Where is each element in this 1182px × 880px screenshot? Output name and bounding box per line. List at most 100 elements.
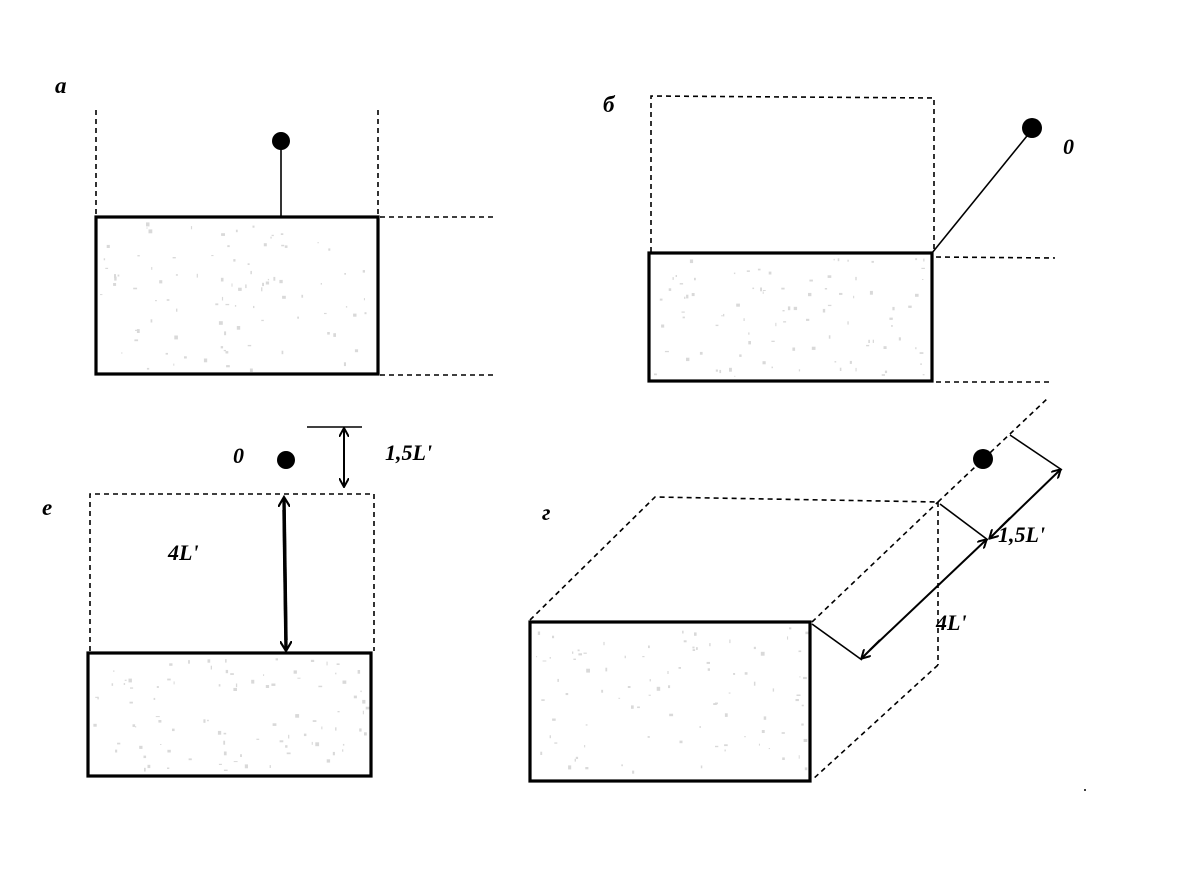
speckle-dot	[203, 719, 206, 723]
speckle-dot	[682, 316, 685, 319]
speckle-dot	[363, 298, 365, 301]
speckle-dot	[166, 299, 170, 301]
speckle-dot	[699, 351, 703, 355]
speckle-dot	[114, 274, 116, 278]
speckle-dot	[824, 288, 828, 290]
speckle-dot	[692, 646, 695, 649]
speckle-dot	[801, 704, 804, 707]
speckle-dot	[573, 658, 576, 660]
speckle-dot	[585, 724, 588, 726]
speckle-dot	[758, 743, 760, 746]
speckle-dot	[280, 233, 284, 235]
speckle-dot	[649, 679, 651, 682]
speckle-dot	[247, 344, 252, 347]
speckle-dot	[221, 296, 224, 301]
speckle-dot	[787, 306, 791, 311]
speckle-dot	[105, 267, 109, 269]
speckle-dot	[585, 767, 589, 770]
speckle-dot	[624, 655, 626, 659]
speckle-dot	[218, 684, 221, 687]
speckle-dot	[654, 373, 657, 376]
speckle-dot	[173, 363, 175, 366]
speckle-dot	[134, 726, 137, 728]
speckle-dot	[317, 242, 319, 244]
speckle-dot	[297, 316, 299, 319]
speckle-dot	[288, 734, 290, 739]
speckle-dot	[771, 340, 775, 342]
stray-dot	[1084, 789, 1086, 791]
speckle-dot	[627, 686, 631, 688]
panel-v-speckle	[93, 658, 370, 772]
speckle-dot	[285, 745, 288, 748]
speckle-dot	[265, 685, 270, 688]
speckle-dot	[724, 744, 728, 747]
speckle-dot	[147, 764, 151, 769]
speckle-dot	[575, 756, 579, 759]
speckle-dot	[297, 677, 301, 679]
speckle-dot	[855, 367, 857, 372]
speckle-dot	[174, 335, 178, 340]
speckle-dot	[235, 683, 238, 688]
speckle-dot	[328, 248, 331, 251]
speckle-dot	[150, 319, 153, 323]
panel-g: г 4L' 1,5L'	[528, 397, 1063, 783]
speckle-dot	[743, 318, 745, 321]
speckle-dot	[262, 282, 264, 287]
speckle-dot	[210, 665, 212, 670]
speckle-dot	[151, 267, 153, 270]
speckle-dot	[803, 738, 808, 742]
speckle-dot	[656, 686, 661, 691]
speckle-dot	[659, 298, 663, 301]
speckle-dot	[321, 726, 323, 730]
panel-g-depth-arrow-back	[869, 540, 986, 651]
speckle-dot	[95, 696, 99, 698]
speckle-dot	[808, 292, 812, 297]
speckle-dot	[632, 770, 635, 774]
speckle-dot	[805, 631, 809, 635]
speckle-dot	[159, 280, 163, 284]
speckle-dot	[678, 667, 681, 669]
speckle-dot	[621, 764, 623, 767]
panel-g-speckle	[536, 627, 809, 774]
speckle-dot	[729, 367, 732, 372]
speckle-dot	[167, 678, 171, 681]
speckle-dot	[251, 679, 255, 684]
speckle-dot	[803, 676, 807, 680]
speckle-dot	[792, 347, 796, 351]
speckle-dot	[128, 678, 132, 683]
panel-g-depth-tick-front	[811, 623, 863, 661]
speckle-dot	[855, 276, 857, 281]
speckle-dot	[362, 270, 365, 273]
panel-b-body-rect	[647, 251, 934, 383]
speckle-dot	[342, 749, 344, 752]
speckle-dot	[806, 318, 810, 321]
speckle-dot	[233, 687, 237, 691]
speckle-dot	[320, 283, 322, 285]
speckle-dot	[207, 719, 209, 722]
speckle-dot	[839, 292, 843, 295]
speckle-dot	[923, 258, 925, 262]
speckle-dot	[739, 354, 742, 357]
speckle-dot	[915, 258, 918, 261]
speckle-dot	[245, 284, 247, 289]
speckle-dot	[215, 303, 219, 306]
speckle-dot	[326, 661, 328, 666]
speckle-dot	[782, 757, 785, 760]
speckle-dot	[872, 339, 874, 343]
speckle-dot	[760, 651, 765, 656]
speckle-dot	[158, 720, 162, 723]
speckle-dot	[135, 329, 139, 331]
speckle-dot	[775, 322, 777, 327]
speckle-dot	[827, 304, 832, 307]
panel-g-depth-tick-back	[939, 503, 989, 541]
speckle-dot	[719, 369, 722, 374]
speckle-dot	[227, 245, 230, 248]
speckle-dot	[828, 335, 831, 339]
speckle-dot	[244, 764, 248, 769]
speckle-dot	[763, 716, 767, 720]
speckle-dot	[761, 730, 765, 733]
speckle-dot	[220, 277, 224, 282]
speckle-dot	[679, 283, 684, 285]
speckle-dot	[574, 758, 576, 762]
